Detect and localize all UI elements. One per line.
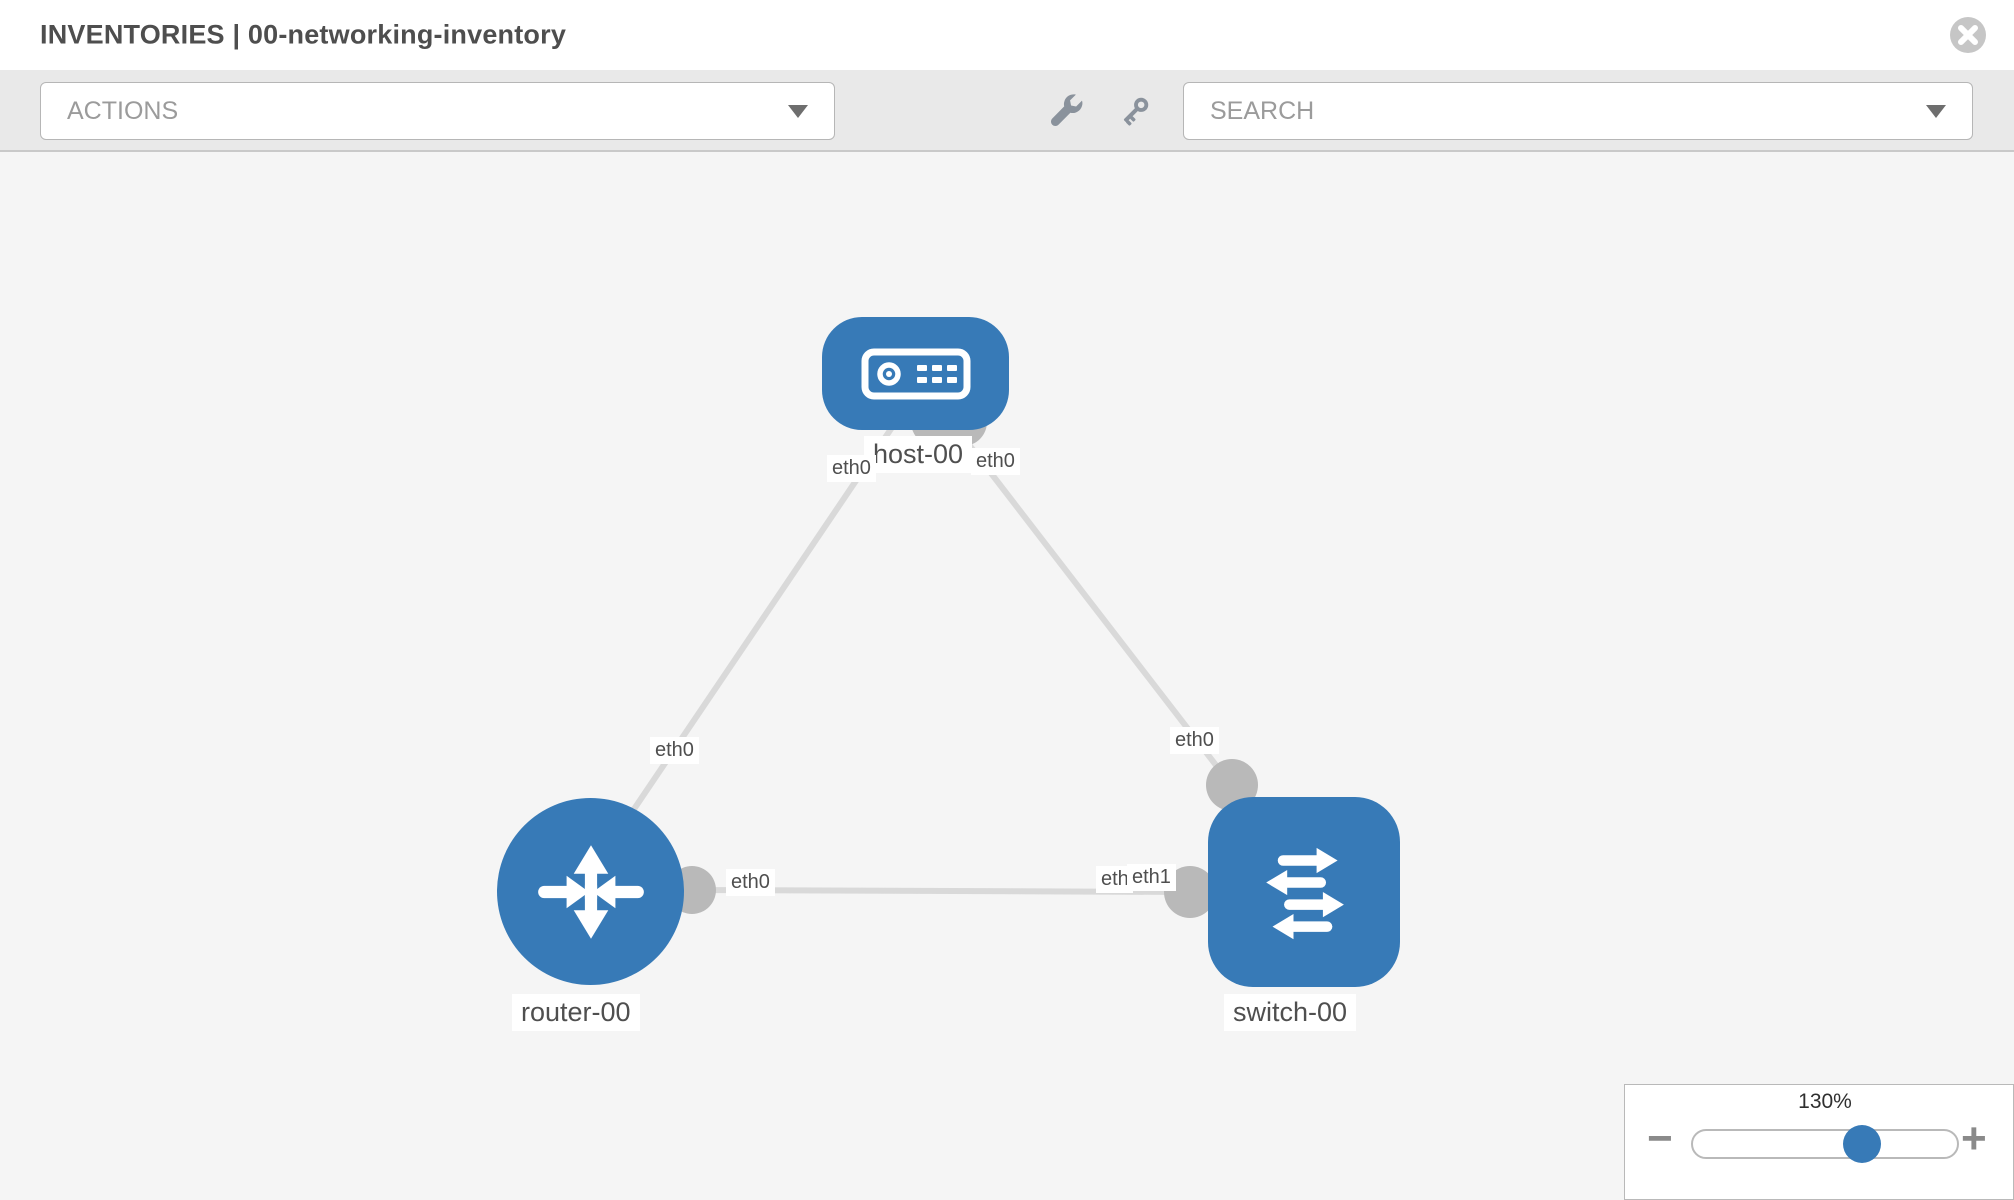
if-label-host-eth0-right: eth0 bbox=[971, 448, 1020, 475]
configure-button[interactable] bbox=[1048, 94, 1084, 130]
if-label-switch-eth0: eth0 bbox=[1170, 727, 1219, 754]
chevron-down-icon bbox=[788, 104, 808, 118]
close-icon bbox=[1950, 17, 1986, 53]
key-icon bbox=[1123, 97, 1149, 126]
switch-icon bbox=[1266, 847, 1344, 940]
node-label-switch-00[interactable]: switch-00 bbox=[1224, 994, 1357, 1031]
search-dropdown[interactable]: SEARCH bbox=[1183, 82, 1973, 140]
credentials-button[interactable] bbox=[1116, 94, 1152, 130]
node-router-00[interactable] bbox=[497, 798, 684, 985]
header-bar: INVENTORIES | 00-networking-inventory bbox=[0, 0, 2014, 70]
if-label-host-eth0-left: eth0 bbox=[827, 455, 876, 482]
wrench-icon bbox=[1051, 94, 1083, 126]
node-switch-00[interactable] bbox=[1208, 797, 1400, 987]
search-dropdown-label: SEARCH bbox=[1210, 96, 1315, 125]
node-label-router-00[interactable]: router-00 bbox=[512, 994, 640, 1031]
node-host-00[interactable] bbox=[822, 317, 1009, 430]
node-label-host-00[interactable]: host-00 bbox=[864, 436, 973, 473]
chevron-down-icon bbox=[1926, 104, 1946, 118]
zoom-out-button[interactable]: − bbox=[1647, 1114, 1673, 1163]
actions-dropdown[interactable]: ACTIONS bbox=[40, 82, 835, 140]
if-label-router-eth0: eth0 bbox=[726, 869, 775, 896]
toolbar: ACTIONS SEARCH bbox=[0, 70, 2014, 152]
port-switch-eth1[interactable] bbox=[1164, 866, 1216, 918]
zoom-in-button[interactable]: + bbox=[1961, 1114, 1987, 1163]
close-button[interactable] bbox=[1948, 15, 1988, 55]
zoom-control-panel: 130% − + bbox=[1624, 1084, 2014, 1200]
zoom-slider[interactable] bbox=[1691, 1125, 1959, 1163]
link-host-switch[interactable] bbox=[947, 418, 1235, 788]
topology-links bbox=[627, 398, 1258, 918]
if-label-router-eth0-up: eth0 bbox=[650, 737, 699, 764]
if-label-switch-eth1: eth1 bbox=[1127, 864, 1176, 891]
zoom-slider-handle[interactable] bbox=[1843, 1125, 1881, 1163]
zoom-percentage: 130% bbox=[1798, 1090, 1852, 1113]
topology-canvas[interactable]: host-00 router-00 switch-00 eth0 eth0 et… bbox=[0, 152, 2014, 1200]
actions-dropdown-label: ACTIONS bbox=[67, 96, 179, 125]
if-label-hidden-eth0: eth0 bbox=[1096, 866, 1133, 893]
host-icon bbox=[861, 348, 970, 399]
page-title: INVENTORIES | 00-networking-inventory bbox=[40, 19, 567, 50]
router-icon bbox=[537, 844, 644, 939]
